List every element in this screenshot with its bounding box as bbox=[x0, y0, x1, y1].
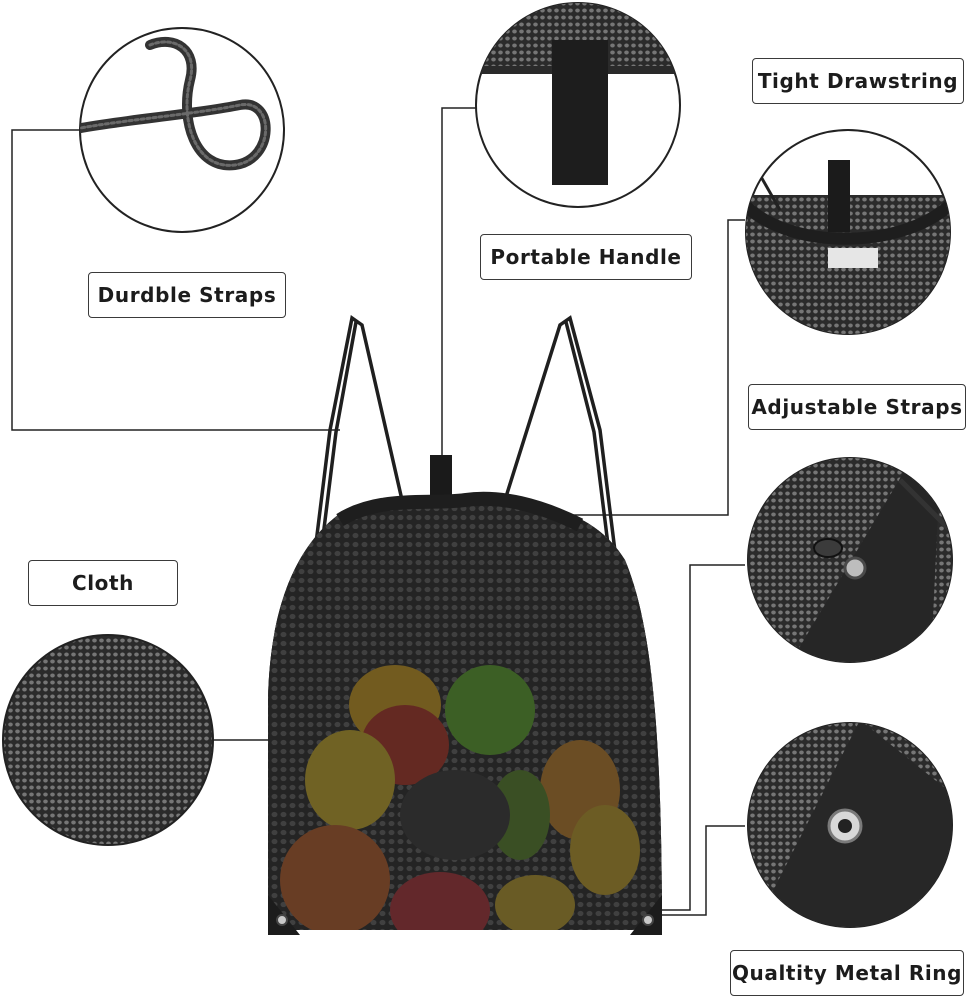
detail-circle-drawstring bbox=[745, 129, 951, 335]
leader-handle bbox=[441, 107, 476, 470]
label-portable-handle: Portable Handle bbox=[480, 234, 692, 280]
label-tight-drawstring: Tight Drawstring bbox=[752, 58, 964, 104]
label-metal-ring: Qualtity Metal Ring bbox=[730, 950, 964, 996]
detail-circle-rope bbox=[79, 27, 285, 233]
detail-circle-grommet bbox=[747, 722, 953, 928]
leader-straps bbox=[11, 129, 340, 431]
leader-drawstring bbox=[520, 219, 745, 516]
drawstring-bag bbox=[268, 315, 662, 935]
leader-lines bbox=[11, 107, 745, 916]
leader-ring-upper bbox=[640, 564, 745, 911]
detail-circle-knot bbox=[747, 457, 953, 663]
label-adjustable-straps: Adjustable Straps bbox=[748, 384, 966, 430]
detail-circle-handle bbox=[475, 2, 681, 208]
label-durable-straps: Durdble Straps bbox=[88, 272, 286, 318]
detail-circle-cloth bbox=[2, 634, 214, 846]
leader-ring-lower bbox=[640, 825, 745, 916]
label-cloth: Cloth bbox=[28, 560, 178, 606]
handle-tab-closeup bbox=[552, 40, 608, 185]
